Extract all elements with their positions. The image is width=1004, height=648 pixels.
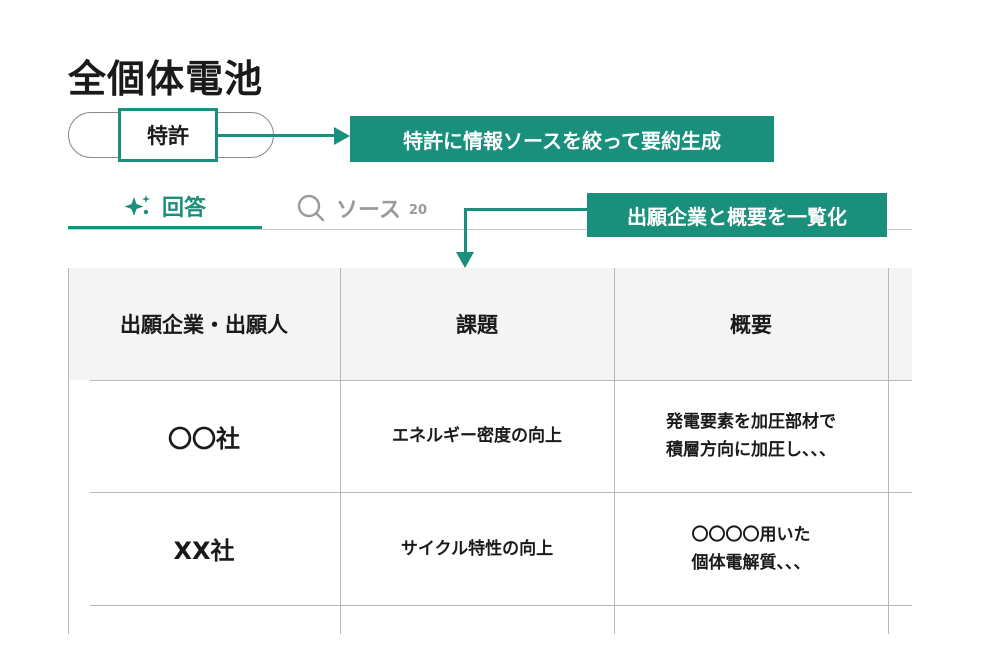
- table-header-background: [68, 268, 912, 380]
- sparkle-icon: [124, 194, 152, 218]
- filter-callout-arrow-line: [218, 134, 338, 137]
- table-callout-arrow-horizontal: [464, 208, 588, 211]
- table-cell-company: 〇〇社: [168, 424, 240, 453]
- tab-rule-left: [68, 229, 262, 230]
- table-cell-summary: 発電要素を加圧部材で 積層方向に加圧し、、、: [614, 380, 888, 492]
- table-callout-arrow-head: [456, 252, 474, 268]
- table-row-divider: [90, 380, 912, 381]
- table-divider: [340, 268, 341, 634]
- table-row-divider: [90, 492, 912, 493]
- tab-answer[interactable]: 回答: [68, 186, 262, 230]
- table-cell-summary-line: 積層方向に加圧し、、、: [666, 440, 836, 460]
- patent-summary-table: 出願企業・出願人 課題 概要 〇〇社 エネルギー密度の向上 発電要素を加圧部材で…: [68, 268, 912, 634]
- search-icon: [296, 193, 326, 223]
- table-divider: [888, 268, 889, 634]
- filter-callout-arrow-head: [334, 127, 350, 145]
- table-divider: [614, 268, 615, 634]
- table-cell-issue: サイクル特性の向上: [400, 538, 554, 559]
- patent-filter-chip[interactable]: 特許: [118, 108, 218, 162]
- table-cell-summary: 〇〇〇〇用いた 個体電解質、、、: [614, 492, 888, 605]
- column-header-summary: 概要: [730, 313, 772, 337]
- table-border-left: [68, 268, 69, 634]
- source-count-badge: 20: [408, 202, 427, 218]
- table-cell-summary-line: 個体電解質、、、: [691, 552, 811, 573]
- table-callout: 出願企業と概要を一覧化: [587, 193, 887, 237]
- table-cell-summary-line: 発電要素を加圧部材で: [666, 412, 836, 432]
- tab-source-label: ソース: [336, 198, 401, 223]
- table-cell-summary-line: 〇〇〇〇用いた: [691, 524, 811, 545]
- column-header-applicant: 出願企業・出願人: [120, 313, 288, 337]
- table-cell-issue: エネルギー密度の向上: [392, 426, 562, 446]
- filter-callout: 特許に情報ソースを絞って要約生成: [350, 116, 774, 162]
- table-cell-company: XX社: [173, 537, 235, 565]
- tab-answer-label: 回答: [161, 196, 206, 221]
- table-row-divider: [90, 605, 912, 606]
- column-header-issue: 課題: [456, 313, 498, 337]
- tab-source[interactable]: ソース 20: [296, 186, 427, 230]
- table-callout-arrow-line: [464, 208, 467, 258]
- page-title: 全個体電池: [68, 57, 264, 101]
